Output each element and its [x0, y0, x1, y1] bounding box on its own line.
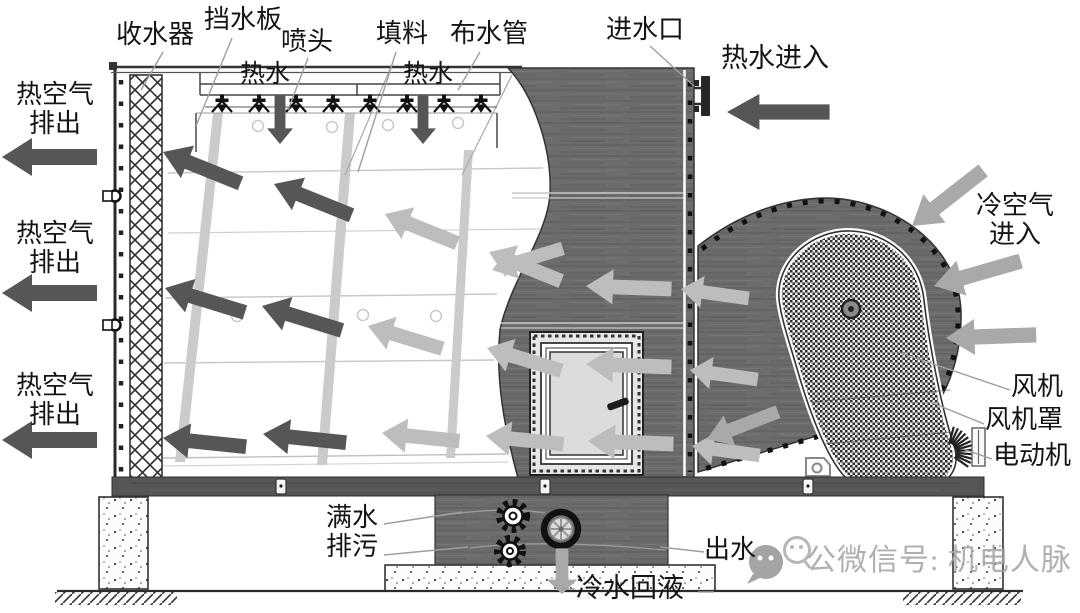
- hot-air-arrow: [2, 274, 97, 312]
- gear-valve-1: [496, 499, 530, 533]
- motor: [948, 426, 986, 468]
- watermark-text: 公微信号: 机电人脉: [806, 544, 1072, 577]
- ground-hatch-left: [55, 592, 177, 605]
- hot-water-down-arrow: [410, 94, 436, 144]
- overflow-drain-label: 满水 排污: [325, 503, 378, 562]
- left-wall: [113, 66, 124, 478]
- spray-header: [195, 73, 501, 152]
- foundation-left: [98, 496, 149, 590]
- hot-air-out-label: 热空气 排出: [15, 80, 94, 139]
- fill-packing-area: [162, 61, 544, 467]
- air-arrow-dark: [261, 416, 348, 461]
- foundation-right: [952, 496, 1004, 590]
- leader-lines: [140, 37, 1011, 593]
- beam-bolts: [275, 478, 814, 495]
- access-door: [529, 331, 644, 476]
- cold-air-in-label: 冷空气 进入: [975, 191, 1054, 250]
- hot-water-in-label: 热水进入: [721, 43, 829, 73]
- fan-label: 风机: [1011, 372, 1064, 401]
- wechat-icon: [747, 536, 812, 584]
- fill-label: 填料: [376, 19, 429, 48]
- hot-water-label: 热水: [403, 61, 454, 88]
- baffle-label: 挡水板: [204, 5, 283, 34]
- base-structure: [55, 476, 1023, 605]
- top-frame: [109, 62, 522, 74]
- hot-air-arrow: [2, 138, 97, 176]
- air-arrow-light: [378, 198, 464, 260]
- cold-water-return-label: 冷水回液: [576, 573, 684, 603]
- basin-slab: [384, 564, 716, 592]
- fan-cover-label: 风机罩: [985, 405, 1064, 434]
- water-inlet-flange: [694, 76, 710, 116]
- hot-water-down-arrow: [267, 94, 293, 144]
- distribution-pipe-label: 布水管: [450, 19, 529, 48]
- water-inlet-label: 进水口: [606, 15, 685, 44]
- water-collector-eliminator: [102, 74, 163, 479]
- air-arrow-dark: [159, 271, 251, 330]
- motor-label: 电动机: [993, 441, 1072, 470]
- air-arrow-dark: [156, 135, 248, 200]
- water-outlet-label: 出水: [704, 535, 757, 564]
- fan-hub: [840, 298, 862, 320]
- spray-nozzles: [211, 94, 492, 113]
- collector-label: 收水器: [116, 20, 195, 49]
- drain-valves: [494, 499, 582, 567]
- handwheel-valve: [540, 508, 582, 550]
- spray-nozzle-label: 喷头: [281, 27, 334, 56]
- base-tag: [805, 457, 831, 477]
- hot-water-in-arrow: [727, 93, 830, 131]
- door-handle: [607, 397, 629, 411]
- ground-hatch-right: [903, 592, 1021, 605]
- air-arrow-light: [363, 309, 448, 366]
- hot-air-out-label: 热空气 排出: [15, 219, 94, 278]
- hot-air-out-label: 热空气 排出: [15, 371, 94, 430]
- hot-water-label: 热水: [240, 61, 291, 88]
- gear-valve-2: [494, 535, 526, 567]
